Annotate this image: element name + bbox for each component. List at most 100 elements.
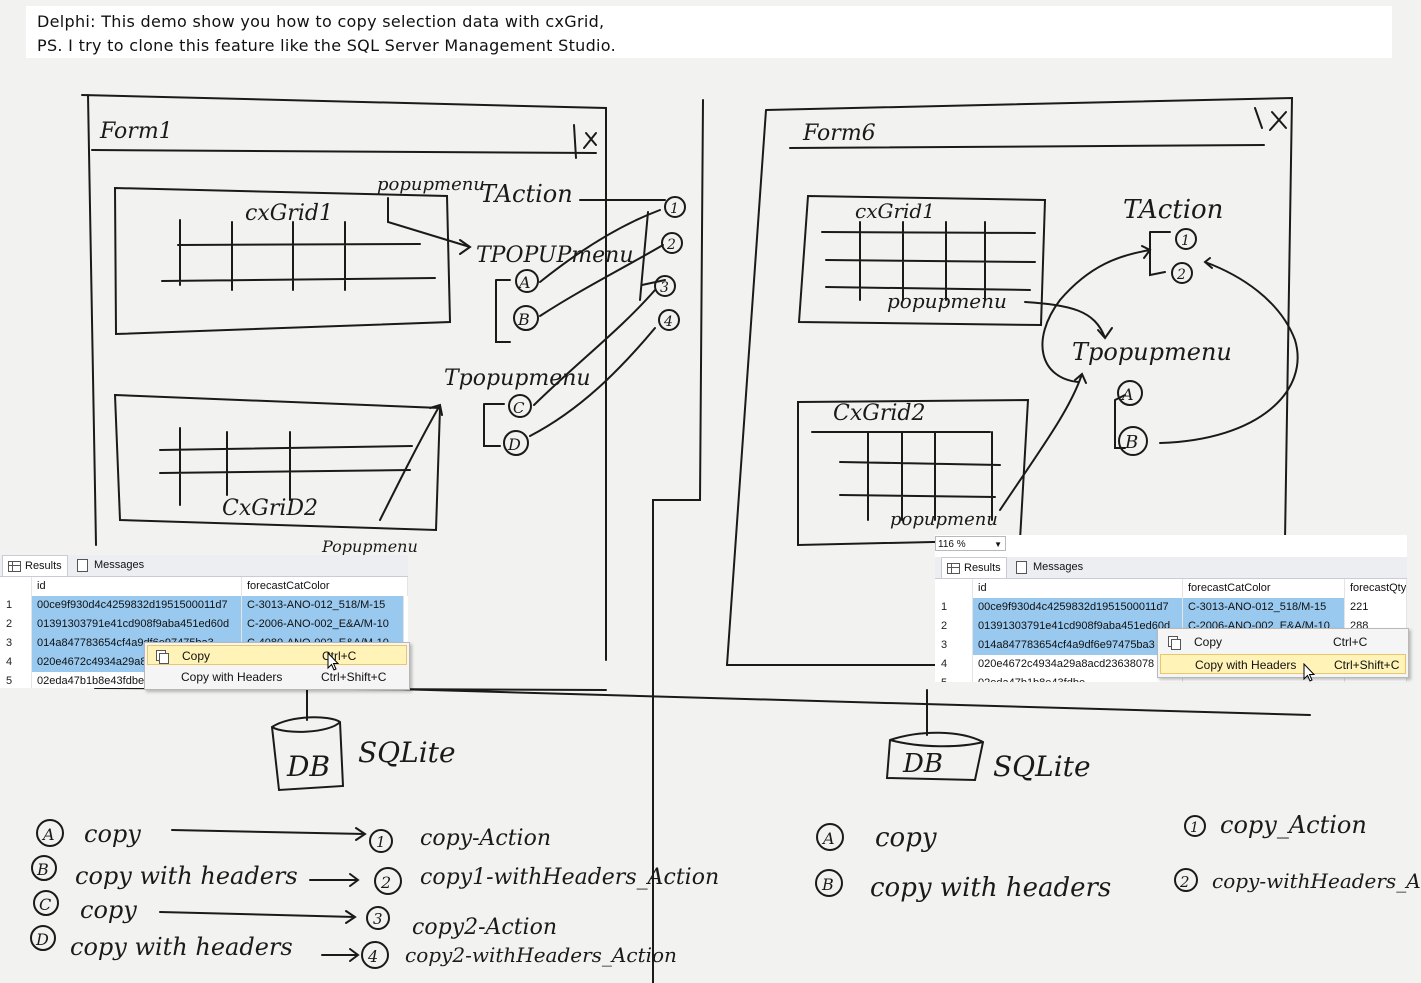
cell-id[interactable]: 00ce9f930d4c4259832d1951500011d7	[32, 596, 242, 615]
tab-messages[interactable]: Messages	[72, 555, 149, 575]
cell-forecastcatcolor[interactable]	[1183, 674, 1345, 682]
left-taction: TAction	[480, 180, 573, 208]
cell-id[interactable]: 020e4672c4934a29a8acd23638078	[973, 655, 1183, 674]
cell-id[interactable]: 01391303791e41cd908f9aba451ed60d	[32, 615, 242, 634]
left-form-frame	[81, 94, 607, 661]
cell-id[interactable]: 014a847783654cf4a9df6e97475ba3	[973, 636, 1183, 655]
caption-line-2: PS. I try to clone this feature like the…	[37, 36, 616, 55]
menu-item-copy-with-headers-shortcut: Ctrl+Shift+C	[1334, 658, 1400, 672]
tab-results-label: Results	[25, 560, 62, 572]
mouse-cursor-icon	[327, 652, 340, 671]
left-item-a: A	[517, 273, 531, 292]
right-grid2-label: CxGrid2	[833, 401, 925, 426]
cell-id[interactable]: 01391303791e41cd908f9aba451ed60d	[973, 617, 1183, 636]
cell-forecastcatcolor[interactable]: C-3013-ANO-012_518/M-15	[242, 596, 404, 615]
legend-left-4: 4	[367, 947, 378, 966]
right-action-2: 2	[1176, 267, 1186, 283]
legend-left-c-item: C	[39, 895, 51, 914]
left-grid2	[113, 393, 442, 532]
left-context-menu: Copy Ctrl+C Copy with Headers Ctrl+Shift…	[144, 642, 410, 690]
right-item-a: A	[1120, 385, 1134, 404]
cell-id[interactable]: 02eda47b1b8e43fdbe	[973, 674, 1183, 682]
right-grid1-label: cxGrid1	[855, 199, 935, 223]
menu-item-copy-with-headers[interactable]: Copy with Headers Ctrl+Shift+C	[147, 667, 407, 687]
right-popup-note2: popupmenu	[890, 509, 998, 530]
tab-results[interactable]: Results	[2, 555, 68, 576]
legend-left-2-text: copy1-withHeaders_Action	[420, 865, 719, 890]
cell-forecastcatcolor[interactable]: C-2006-ANO-002_E&A/M-10	[242, 615, 404, 634]
chevron-down-icon: ▼	[994, 540, 1002, 549]
left-action-1: 1	[670, 201, 679, 217]
menu-item-copy-label: Copy	[1194, 635, 1223, 649]
left-item-c: C	[513, 399, 525, 417]
row-number[interactable]: 1	[935, 598, 973, 617]
legend-left-b-text: copy with headers	[75, 862, 298, 890]
menu-item-copy-with-headers-label: Copy with Headers	[1195, 658, 1297, 672]
cell-forecastqty[interactable]: 221	[1345, 598, 1407, 617]
column-header-forecastqty[interactable]: forecastQty	[1345, 579, 1407, 598]
right-grid1	[797, 194, 1047, 327]
row-number[interactable]: 5	[0, 672, 32, 688]
legend-right-b-text: copy with headers	[870, 873, 1111, 903]
row-number[interactable]: 5	[935, 674, 973, 682]
left-tpopup2: Tpopupmenu	[444, 366, 591, 391]
menu-item-copy-with-headers[interactable]: Copy with Headers Ctrl+Shift+C	[1160, 654, 1406, 674]
left-popup-note2: Popupmenu	[321, 537, 418, 556]
row-number[interactable]: 1	[0, 596, 32, 615]
cell-id[interactable]: 00ce9f930d4c4259832d1951500011d7	[973, 598, 1183, 617]
column-header-forecastcatcolor[interactable]: forecastCatColor	[242, 577, 408, 596]
right-context-menu: Copy Ctrl+C Copy with Headers Ctrl+Shift…	[1157, 628, 1409, 678]
legend-left-3-text: copy2-Action	[412, 915, 557, 940]
row-number[interactable]: 4	[0, 653, 32, 672]
menu-item-copy-with-headers-shortcut: Ctrl+Shift+C	[321, 670, 387, 684]
tab-results-label: Results	[964, 562, 1001, 574]
column-header-id[interactable]: id	[973, 579, 1183, 598]
legend-left-1-text: copy-Action	[420, 826, 551, 851]
legend-left-a-item: A	[41, 825, 55, 844]
row-number[interactable]: 2	[935, 617, 973, 636]
tab-messages-label: Messages	[94, 559, 145, 571]
right-db-label: DB	[902, 749, 943, 779]
legend-right-1-text: copy_Action	[1220, 811, 1367, 839]
legend-left-b-item: B	[36, 860, 49, 879]
legend-right-2: 2	[1179, 873, 1190, 891]
menu-item-copy[interactable]: Copy Ctrl+C	[1160, 632, 1406, 652]
caption-box: Delphi: This demo show you how to copy s…	[26, 6, 1392, 58]
menu-item-copy[interactable]: Copy Ctrl+C	[147, 645, 407, 665]
legend-left-d-item: D	[35, 930, 49, 949]
cell-forecastcatcolor[interactable]: C-3013-ANO-012_518/M-15	[1183, 598, 1345, 617]
row-number[interactable]: 2	[0, 615, 32, 634]
legend-left-4-text: copy2-withHeaders_Action	[405, 943, 677, 967]
right-item-b: B	[1124, 432, 1138, 453]
cell-forecastqty[interactable]	[1345, 674, 1407, 682]
tab-messages[interactable]: Messages	[1011, 557, 1088, 577]
row-number[interactable]: 3	[935, 636, 973, 655]
left-results-tabs: Results Messages	[0, 555, 408, 577]
legend-right-a-text: copy	[875, 823, 937, 853]
messages-icon	[1016, 561, 1027, 574]
legend-left-1: 1	[376, 833, 386, 851]
tab-results[interactable]: Results	[941, 557, 1007, 578]
tab-messages-label: Messages	[1033, 561, 1084, 573]
menu-item-copy-label: Copy	[182, 649, 211, 663]
zoom-dropdown[interactable]: 116 % ▼	[935, 536, 1006, 551]
menu-item-copy-shortcut: Ctrl+C	[1333, 635, 1368, 649]
left-grid1	[113, 186, 452, 336]
row-number[interactable]: 4	[935, 655, 973, 674]
right-db-name: SQLite	[993, 750, 1091, 783]
left-item-d: D	[507, 435, 521, 454]
left-db-name: SQLite	[358, 736, 456, 769]
grid-icon	[8, 561, 21, 572]
legend-left-a-text: copy	[84, 820, 141, 848]
legend-right-b-item: B	[821, 875, 834, 894]
legend-left-c-text: copy	[80, 896, 137, 924]
left-db-cylinder	[271, 716, 345, 792]
right-db-cylinder	[885, 731, 984, 782]
legend-left-d-text: copy with headers	[70, 933, 293, 961]
column-header-forecastcatcolor[interactable]: forecastCatColor	[1183, 579, 1345, 598]
legend-right-1: 1	[1190, 820, 1199, 836]
column-header-id[interactable]: id	[32, 577, 242, 596]
grid-header: id forecastCatColor forecastQty	[935, 579, 1407, 598]
row-number[interactable]: 3	[0, 634, 32, 653]
